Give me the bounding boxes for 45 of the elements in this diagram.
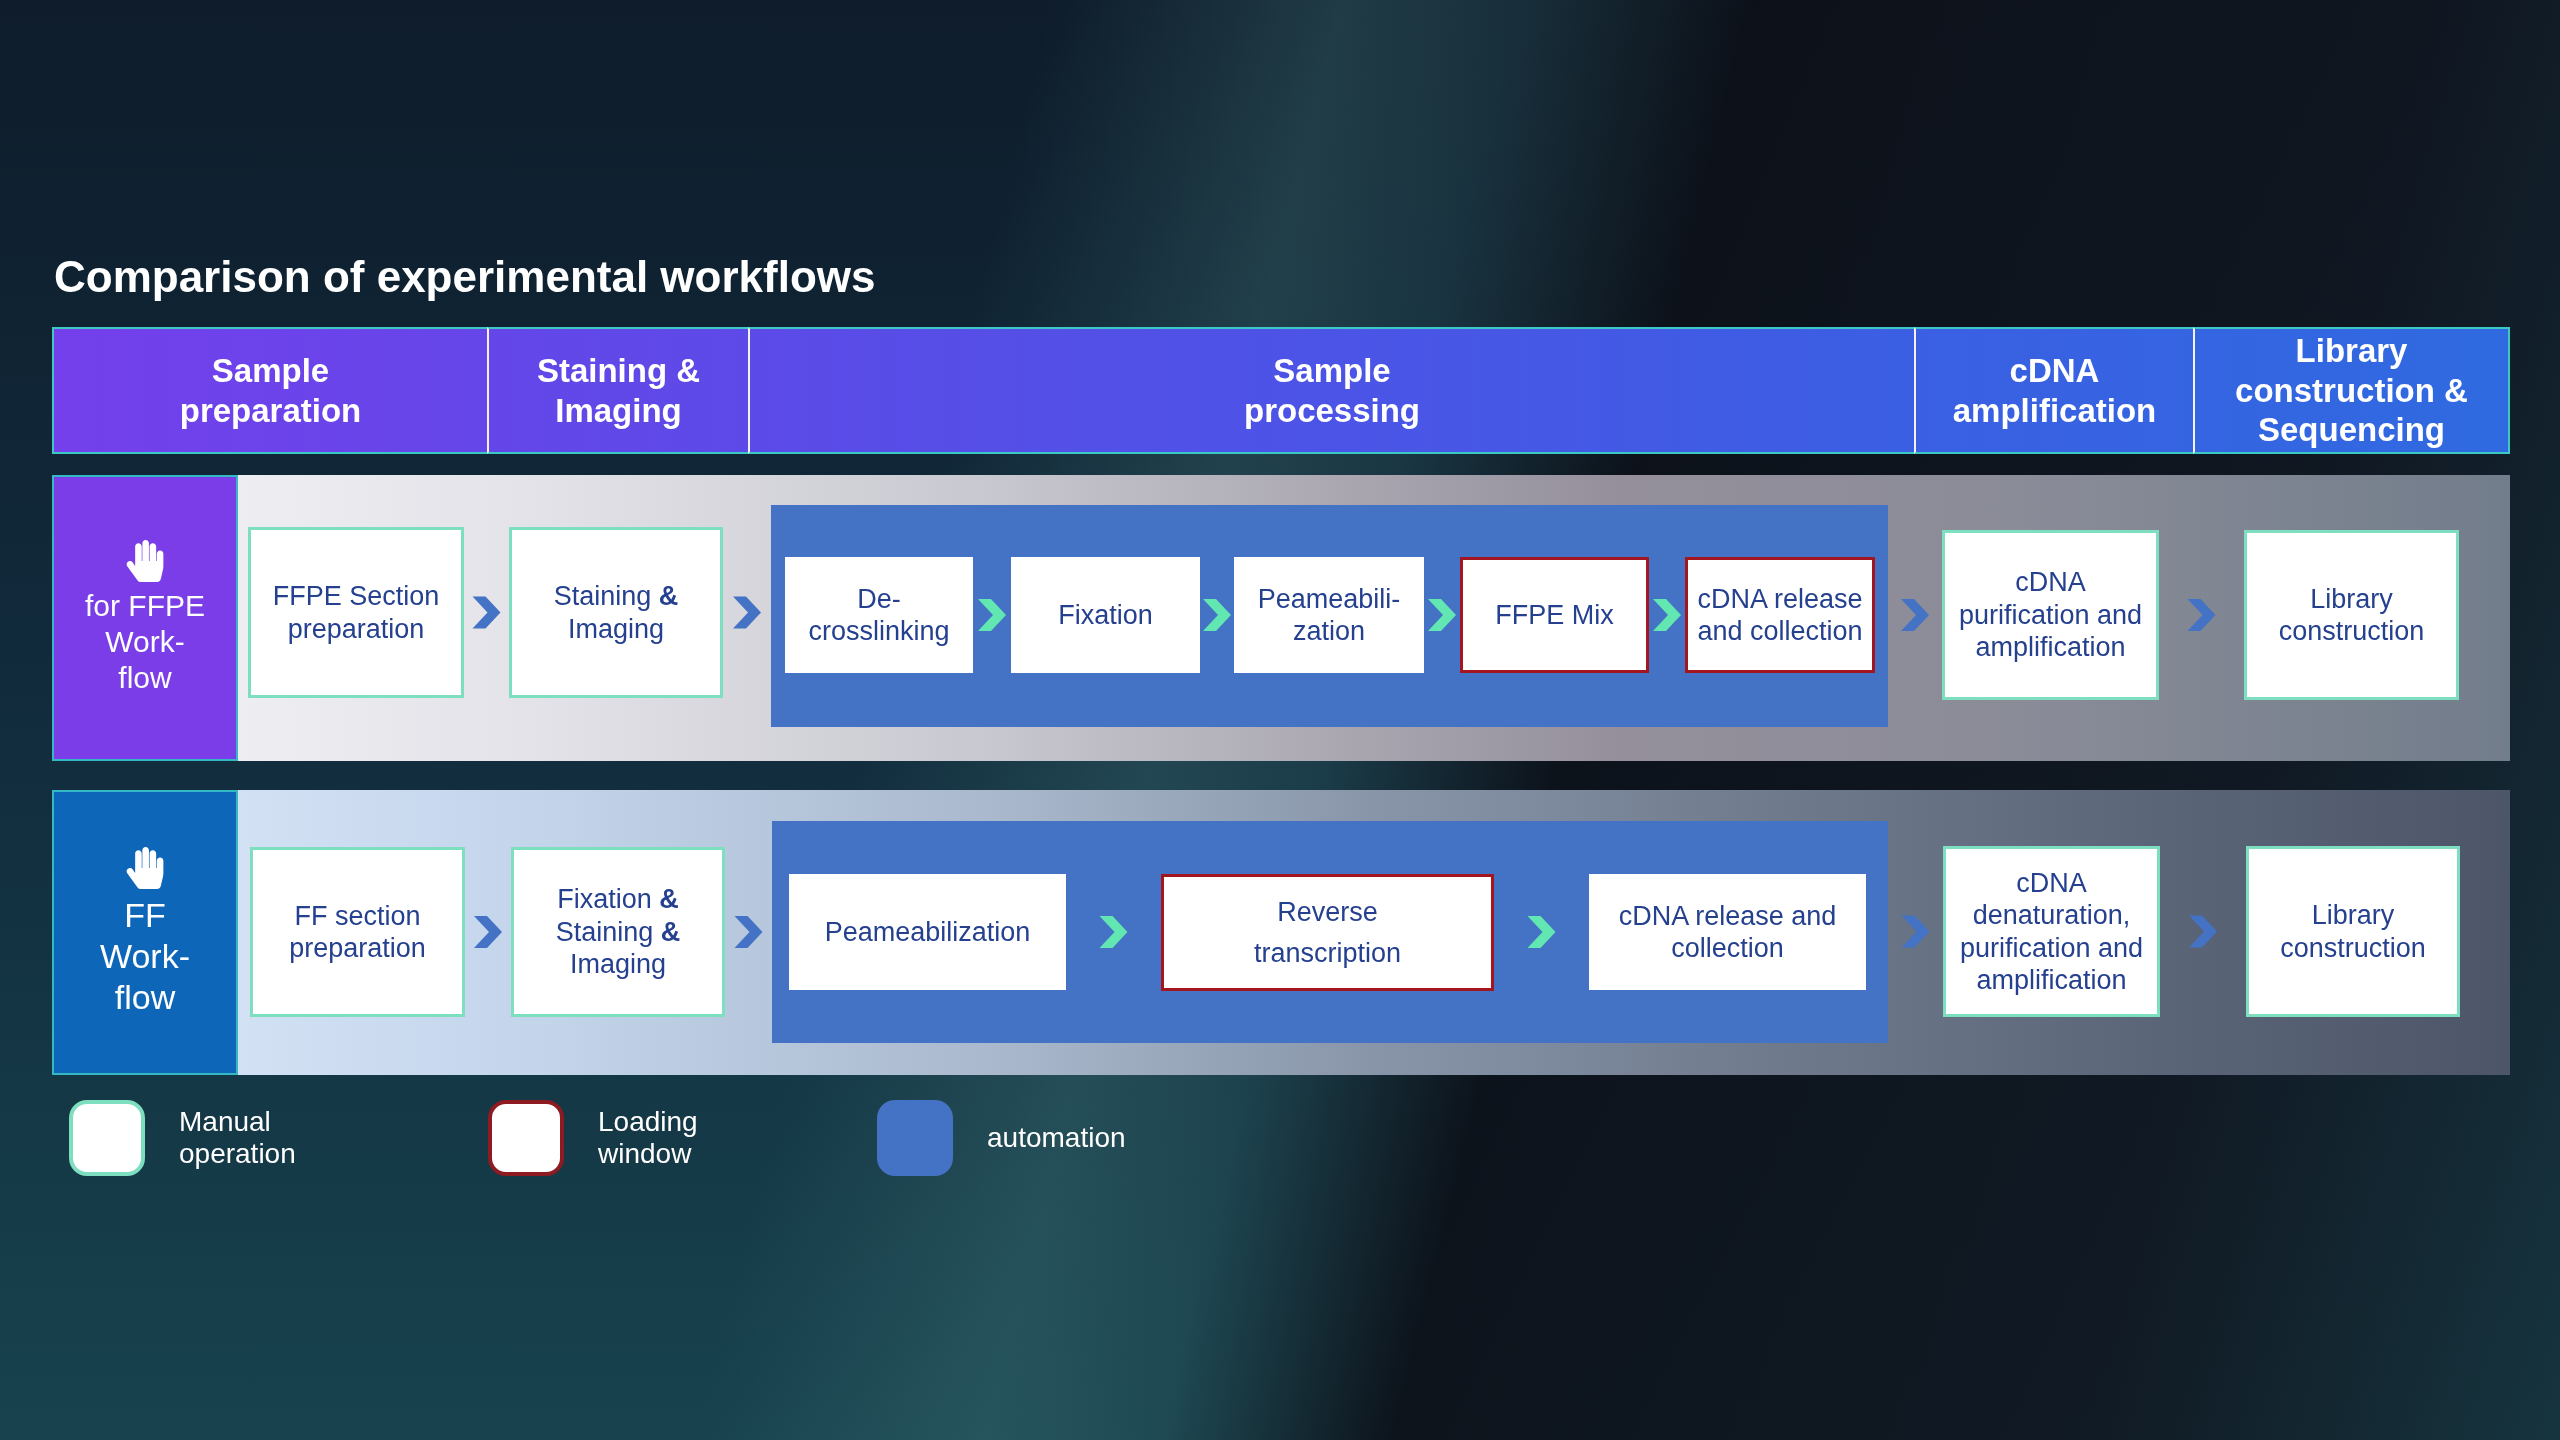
process-box: Fixation & Staining & Imaging [511,847,725,1017]
chevron-arrow [1653,599,1681,631]
column-header: Staining & Imaging [487,327,748,454]
legend-text: Manual operation [179,1105,297,1171]
process-box: Staining & Imaging [509,527,723,698]
title: Comparison of experimental workflows [54,252,876,302]
process-box: cDNA release and collection [1685,557,1875,673]
process-box: Library construction [2246,846,2460,1017]
column-header: Library construction & Sequencing [2193,327,2510,454]
process-box: Peameabili- zation [1234,557,1424,673]
process-box: De- crosslinking [785,557,973,673]
process-box: FFPE Section preparation [248,527,464,698]
chevron-arrow [1901,915,1930,948]
workflow-label: FF Work- flow [99,895,191,1018]
chevron-arrow [734,916,763,948]
chevron-arrow [1428,599,1456,631]
chevron-arrow [472,596,501,629]
chevron-arrow [2187,599,2216,631]
process-box: Peameabilization [789,874,1066,990]
automation-panel [771,505,1888,727]
process-box: cDNA release and collection [1589,874,1866,990]
legend-text: automation [987,1121,1126,1155]
chevron-arrow [733,596,761,629]
workflow-label-panel [52,790,238,1075]
process-box: Fixation [1011,557,1200,673]
process-box: cDNA denaturation, purification and amplification [1943,846,2160,1017]
chevron-arrow [474,916,502,948]
column-header: Sample processing [748,327,1914,454]
chevron-arrow [1527,916,1556,948]
process-box: Library construction [2244,530,2459,700]
column-header: cDNA amplification [1914,327,2193,454]
process-box: FF section preparation [250,847,465,1017]
process-box: cDNA purification and amplification [1942,530,2159,700]
chevron-arrow [2189,915,2217,948]
process-box: FFPE Mix [1460,557,1649,673]
workflow-label-panel [52,475,238,761]
workflow-label: for FFPE Work- flow [84,588,206,696]
chevron-arrow [1901,599,1929,631]
chevron-arrow [1099,916,1128,948]
process-box: Reverse transcription [1161,874,1494,991]
automation-panel [772,821,1888,1043]
chevron-arrow [1203,599,1231,631]
column-header: Sample preparation [52,327,487,454]
legend-text: Loading window [598,1105,699,1171]
chevron-arrow [978,599,1006,631]
